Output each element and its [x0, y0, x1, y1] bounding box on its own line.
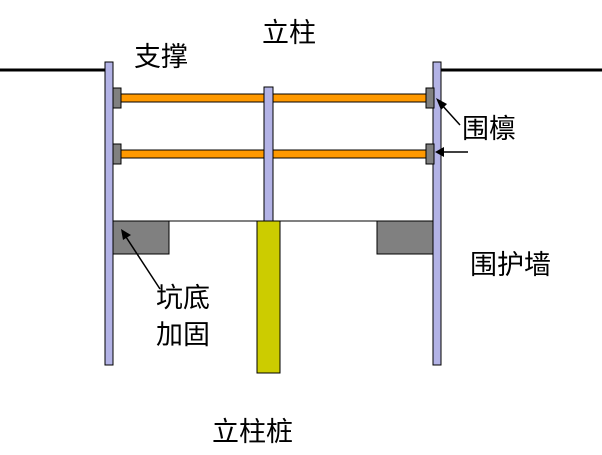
waler-arrowhead-lower	[435, 147, 444, 157]
waler-right-upper	[425, 87, 435, 109]
retaining-wall-left	[104, 61, 114, 366]
waler-right-lower	[425, 143, 435, 165]
column-label: 立柱	[262, 18, 316, 49]
waler-left-lower	[112, 143, 122, 165]
pit-reinforcement-arrowhead	[121, 229, 131, 240]
retaining-wall-label: 围护墙	[470, 250, 551, 281]
strut-lower	[119, 149, 430, 159]
pit-reinforcement-arrow	[125, 236, 161, 290]
column-pile-label: 立柱桩	[212, 417, 293, 448]
strut-label: 支撑	[134, 42, 188, 73]
pit-bottom-label-line2: 加固	[156, 320, 210, 351]
column	[263, 86, 274, 222]
waler-arrowhead-upper	[436, 98, 447, 110]
strut-upper	[119, 93, 430, 103]
pit-reinforcement-left	[112, 220, 170, 255]
pit-bottom-label-line1: 坑底	[156, 283, 210, 314]
retaining-wall-right	[432, 61, 442, 366]
waler-left-upper	[112, 87, 122, 109]
pit-reinforcement-right	[376, 220, 434, 255]
column-pile	[256, 220, 281, 374]
waler-label: 围檩	[462, 114, 516, 145]
waler-arrow-upper	[440, 103, 461, 126]
